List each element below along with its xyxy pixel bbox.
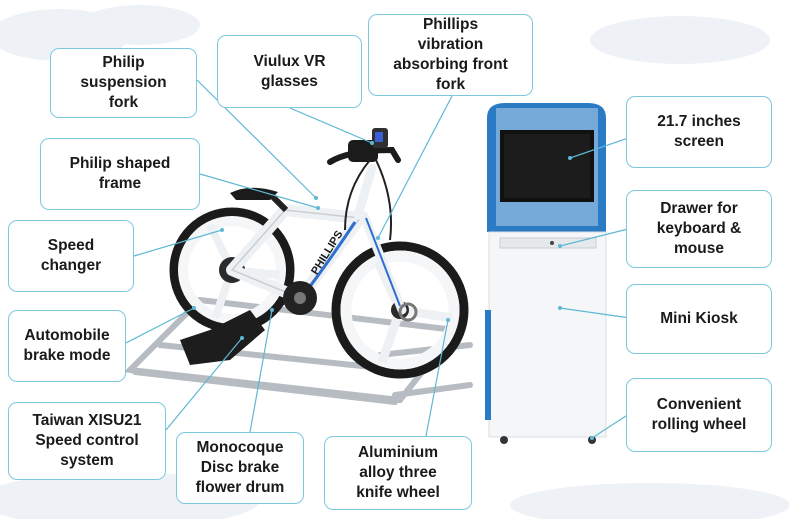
label-monocoque-disc-brake: Monocoque Disc brake flower drum bbox=[176, 432, 304, 504]
leader-dots bbox=[192, 141, 594, 440]
kiosk-wheel-left bbox=[500, 436, 508, 444]
mini-kiosk bbox=[485, 103, 607, 444]
label-taiwan-xisu21: Taiwan XISU21 Speed control system bbox=[8, 402, 166, 480]
label-mini-kiosk: Mini Kiosk bbox=[626, 284, 772, 354]
saddle bbox=[230, 187, 278, 200]
vr-glasses bbox=[348, 140, 378, 162]
label-phillips-vibration-fork: Phillips vibration absorbing front fork bbox=[368, 14, 533, 96]
label-drawer: Drawer for keyboard & mouse bbox=[626, 190, 772, 268]
leader-lines bbox=[125, 79, 641, 439]
label-aluminium-wheel: Aluminium alloy three knife wheel bbox=[324, 436, 472, 510]
label-automobile-brake-mode: Automobile brake mode bbox=[8, 310, 126, 382]
label-philip-suspension-fork: Philip suspension fork bbox=[50, 48, 197, 118]
label-viulux-vr-glasses: Viulux VR glasses bbox=[217, 35, 362, 108]
label-screen: 21.7 inches screen bbox=[626, 96, 772, 168]
kiosk-drawer bbox=[499, 237, 597, 249]
bike: PHILLIPS bbox=[169, 128, 469, 379]
label-rolling-wheel: Convenient rolling wheel bbox=[626, 378, 772, 452]
label-speed-changer: Speed changer bbox=[8, 220, 134, 292]
label-philip-shaped-frame: Philip shaped frame bbox=[40, 138, 200, 210]
